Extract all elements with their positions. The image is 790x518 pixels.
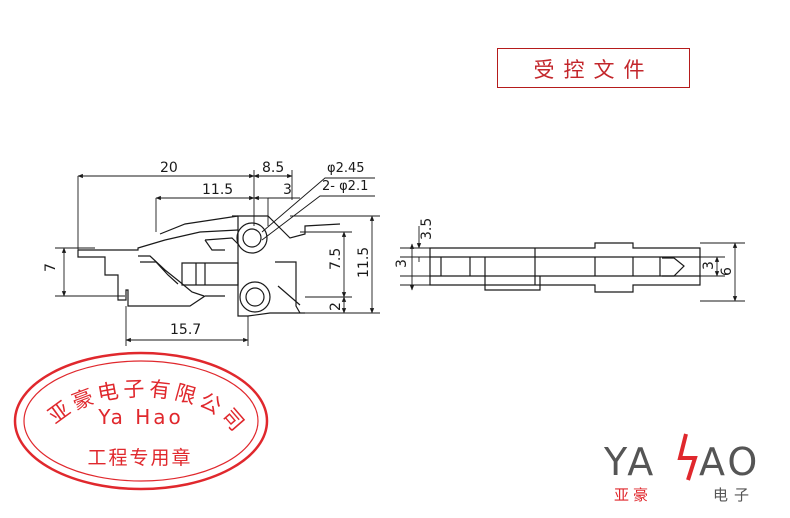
- seal-outer-ring: [13, 351, 269, 491]
- body-outline: [77, 229, 239, 307]
- logo-sub-left: 亚豪: [614, 486, 652, 504]
- side-inner-lines: [430, 248, 700, 291]
- lower-hole-inner: [245, 287, 265, 307]
- upper-hole-outer: [236, 222, 268, 254]
- seal-purpose: 工程专用章: [87, 447, 192, 469]
- dimension-labels: 20 8.5 11.5 3 φ2.45 2- φ2.1 7 7.5 11.5 2…: [43, 160, 735, 338]
- dim-6: 6: [719, 267, 735, 276]
- dim-7-5: 7.5: [328, 248, 344, 270]
- logo-bolt-icon: [677, 433, 698, 481]
- controlled-document-text: 受控文件: [533, 58, 654, 82]
- side-dimensions: [400, 226, 745, 302]
- seal-inner-ring: [23, 360, 259, 482]
- side-view: [429, 242, 701, 293]
- dim-3-top: 3: [283, 182, 292, 198]
- logo-letters-right: AO: [699, 440, 760, 484]
- seal-romanized-name: Ya Hao: [97, 405, 184, 429]
- front-dimensions: [55, 170, 380, 346]
- lever-arm: [138, 255, 205, 297]
- dim-phi-2-45: φ2.45: [327, 161, 365, 176]
- dim-11-5-top: 11.5: [202, 182, 233, 198]
- dim-8-5: 8.5: [262, 160, 284, 176]
- yahao-logo: YA AO 亚豪 电子: [603, 433, 760, 504]
- pin-housing: [181, 262, 239, 286]
- logo-letters-left: YA: [603, 440, 656, 484]
- dim-15-7: 15.7: [170, 322, 201, 338]
- company-seal: 亚豪电子有限公司 Ya Hao 工程专用章: [13, 351, 269, 491]
- right-slot: [275, 261, 301, 314]
- dim-3-side-right: 3: [701, 261, 717, 270]
- lower-hole-outer: [239, 281, 271, 313]
- dim-phi-2-1: 2- φ2.1: [322, 179, 368, 194]
- logo-sub-right: 电子: [713, 486, 755, 504]
- dim-3-5: 3.5: [419, 218, 435, 240]
- upper-jaw: [159, 215, 239, 251]
- dim-11-5-right: 11.5: [356, 247, 372, 278]
- dim-20: 20: [160, 160, 178, 176]
- side-body: [429, 242, 701, 293]
- upper-hole-inner: [242, 228, 262, 248]
- front-view: [77, 215, 341, 317]
- dim-7: 7: [43, 263, 59, 272]
- dim-2: 2: [328, 302, 344, 311]
- dim-3-side-left: 3: [394, 259, 410, 268]
- side-tip: [662, 257, 685, 277]
- right-plate: [232, 215, 341, 317]
- hatch-line: [277, 285, 301, 306]
- controlled-document-stamp: 受控文件: [497, 48, 690, 88]
